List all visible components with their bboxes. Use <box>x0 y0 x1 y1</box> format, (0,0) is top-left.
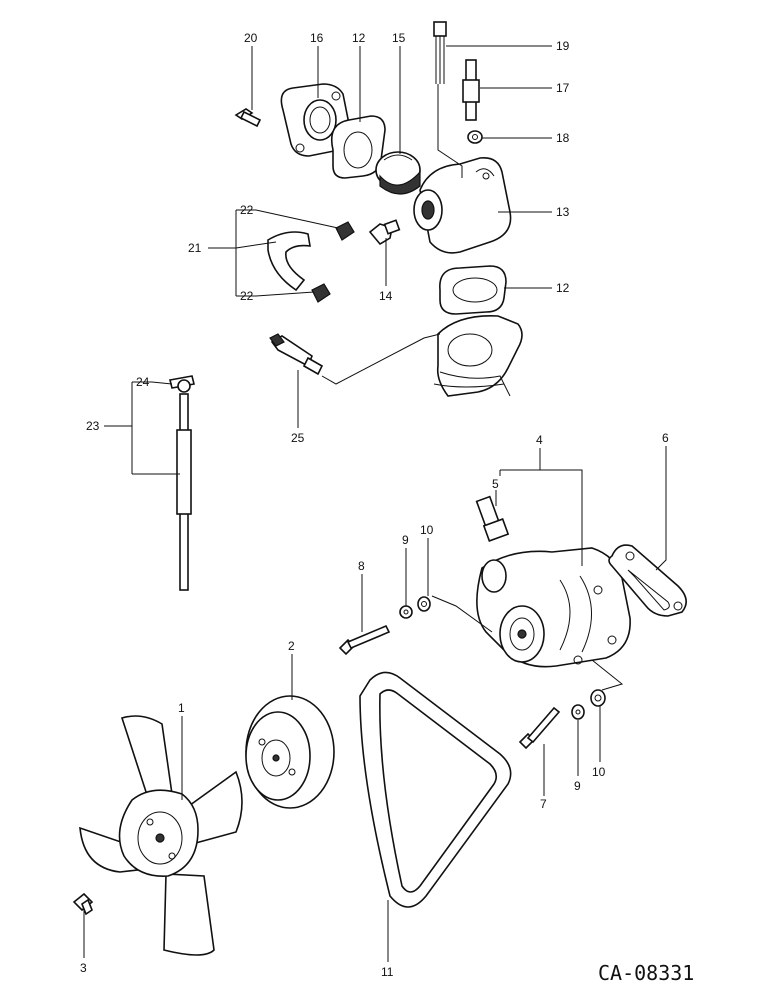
bolt-8[interactable] <box>338 624 391 656</box>
hose-clamp-22-upper[interactable] <box>335 221 355 241</box>
v-belt-11[interactable] <box>359 671 512 908</box>
callout-3: 3 <box>80 961 87 975</box>
callout-17: 17 <box>556 81 570 95</box>
callout-5: 5 <box>492 477 499 491</box>
thermostat-15[interactable] <box>375 151 421 195</box>
callout-8: 8 <box>358 559 365 573</box>
callout-10-lower: 10 <box>592 765 606 779</box>
callout-9-lower: 9 <box>574 779 581 793</box>
callout-25: 25 <box>291 431 305 445</box>
callout-13: 13 <box>556 205 570 219</box>
pump-gasket-6[interactable] <box>608 544 687 617</box>
callout-16: 16 <box>310 31 324 45</box>
callout-1: 1 <box>178 701 185 715</box>
pulley-2[interactable] <box>245 695 335 809</box>
bypass-hose-21[interactable] <box>267 231 311 292</box>
callout-19: 19 <box>556 39 570 53</box>
washer-10-upper[interactable] <box>417 596 431 612</box>
plug-14[interactable] <box>368 219 401 246</box>
thermostat-housing-13[interactable] <box>413 156 512 254</box>
callout-9-upper: 9 <box>402 533 409 547</box>
callout-18: 18 <box>556 131 570 145</box>
callout-21: 21 <box>188 241 202 255</box>
callout-12-upper: 12 <box>352 31 366 45</box>
nut-18[interactable] <box>467 130 483 144</box>
dipstick-tube-23[interactable] <box>176 393 192 591</box>
callout-23: 23 <box>86 419 100 433</box>
washer-9-lower[interactable] <box>571 704 585 720</box>
bolt-19[interactable] <box>433 21 447 84</box>
callout-10-upper: 10 <box>420 523 434 537</box>
gasket-12-lower[interactable] <box>439 265 507 315</box>
callout-12-lower: 12 <box>556 281 570 295</box>
callout-4: 4 <box>536 433 543 447</box>
bolt-7[interactable] <box>518 706 561 750</box>
callout-22-lower: 22 <box>240 289 254 303</box>
callout-2: 2 <box>288 639 295 653</box>
fitting-5[interactable] <box>475 495 510 542</box>
bolt-3[interactable] <box>72 892 94 916</box>
callout-20: 20 <box>244 31 258 45</box>
callout-6: 6 <box>662 431 669 445</box>
fan-1[interactable] <box>79 715 243 956</box>
bolt-20[interactable] <box>234 108 262 128</box>
hose-clamp-22-lower[interactable] <box>311 283 331 303</box>
drawing-code: CA-08331 <box>598 961 694 985</box>
callout-7: 7 <box>540 797 547 811</box>
temperature-sender-25[interactable] <box>269 333 324 376</box>
washer-10-lower[interactable] <box>590 689 606 707</box>
callout-15: 15 <box>392 31 406 45</box>
callouts: 20 16 12 15 19 17 18 13 12 22 21 22 14 2… <box>80 31 694 985</box>
stud-17[interactable] <box>462 59 480 121</box>
callout-22-upper: 22 <box>240 203 254 217</box>
water-pump-4[interactable] <box>476 547 631 668</box>
dipstick-24[interactable] <box>169 375 195 393</box>
leader-lines <box>83 45 667 962</box>
callout-14: 14 <box>379 289 393 303</box>
callout-24: 24 <box>136 375 150 389</box>
callout-11: 11 <box>381 965 394 979</box>
engine-block-fragment <box>433 315 523 397</box>
washer-9-upper[interactable] <box>399 605 413 619</box>
